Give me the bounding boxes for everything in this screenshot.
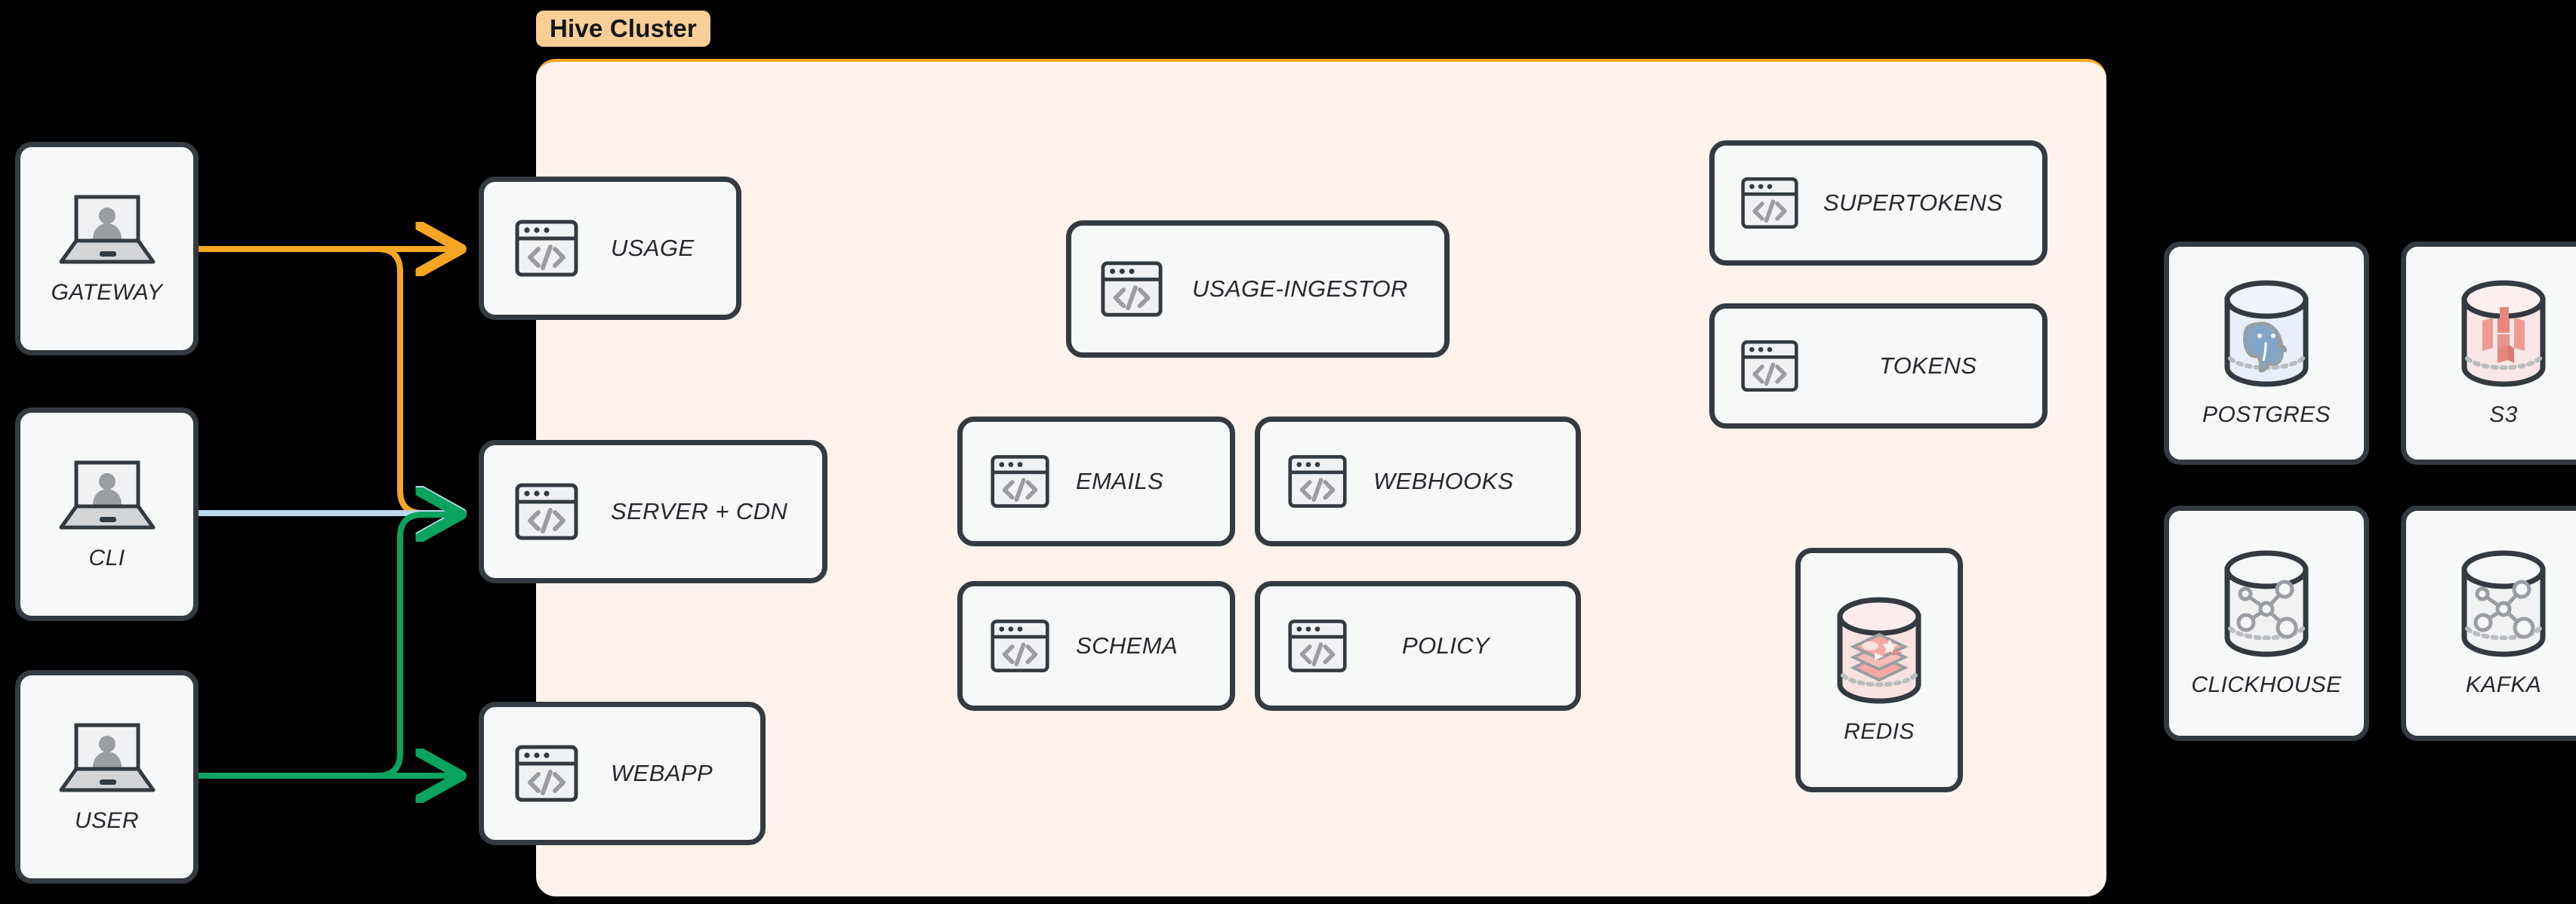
- node-tokens[interactable]: TOKENS: [1709, 303, 2048, 429]
- node-webhooks-label: WEBHOOKS: [1373, 468, 1514, 494]
- node-user[interactable]: USER: [15, 670, 199, 884]
- code-window-icon: [1740, 337, 1799, 395]
- node-webhooks[interactable]: WEBHOOKS: [1255, 417, 1581, 546]
- kafka-cylinder-icon: [2451, 549, 2556, 662]
- node-redis[interactable]: REDIS: [1795, 548, 1963, 792]
- node-emails-label: EMAILS: [1076, 468, 1164, 494]
- node-usage-ingestor-label: USAGE-INGESTOR: [1192, 275, 1408, 302]
- laptop-user-icon: [58, 192, 156, 268]
- code-window-icon: [514, 479, 579, 544]
- redis-cylinder-icon: [1826, 595, 1932, 709]
- node-policy[interactable]: POLICY: [1255, 581, 1581, 711]
- node-kafka[interactable]: KAFKA: [2401, 506, 2576, 741]
- code-window-icon: [1287, 616, 1348, 676]
- node-postgres[interactable]: POSTGRES: [2164, 241, 2369, 465]
- node-redis-label: REDIS: [1844, 719, 1915, 744]
- node-server-cdn[interactable]: SERVER + CDN: [479, 440, 827, 583]
- node-kafka-label: KAFKA: [2465, 672, 2542, 697]
- code-window-icon: [514, 741, 579, 806]
- code-window-icon: [1287, 451, 1348, 512]
- node-clickhouse[interactable]: CLICKHOUSE: [2164, 506, 2369, 741]
- node-supertokens-label: SUPERTOKENS: [1823, 189, 2003, 216]
- node-s3[interactable]: S3: [2401, 241, 2576, 465]
- clickhouse-cylinder-icon: [2214, 549, 2319, 662]
- node-postgres-label: POSTGRES: [2202, 402, 2331, 427]
- node-supertokens[interactable]: SUPERTOKENS: [1709, 140, 2048, 266]
- code-window-icon: [990, 616, 1050, 676]
- node-gateway[interactable]: GATEWAY: [15, 142, 199, 355]
- node-webapp[interactable]: WEBAPP: [479, 702, 766, 845]
- laptop-user-icon: [58, 721, 156, 796]
- hive-cluster-tag-label: Hive Cluster: [550, 14, 697, 42]
- s3-cylinder-icon: [2451, 278, 2556, 392]
- node-clickhouse-label: CLICKHOUSE: [2191, 672, 2342, 697]
- node-user-label: USER: [75, 807, 139, 833]
- node-server-cdn-label: SERVER + CDN: [611, 498, 788, 524]
- node-policy-label: POLICY: [1402, 632, 1490, 659]
- node-s3-label: S3: [2489, 402, 2518, 427]
- node-webapp-label: WEBAPP: [611, 760, 713, 786]
- code-window-icon: [514, 216, 579, 281]
- wire-user-to-server-cdn: [196, 515, 453, 779]
- hive-cluster-tag: Hive Cluster: [536, 11, 710, 47]
- node-cli-label: CLI: [88, 545, 125, 570]
- node-gateway-label: GATEWAY: [51, 279, 163, 305]
- node-usage-label: USAGE: [611, 235, 695, 261]
- laptop-user-icon: [58, 458, 156, 533]
- code-window-icon: [1740, 174, 1799, 232]
- code-window-icon: [1100, 257, 1163, 321]
- wire-gateway-to-server-cdn: [196, 246, 453, 513]
- node-cli[interactable]: CLI: [15, 407, 199, 621]
- node-usage-ingestor[interactable]: USAGE-INGESTOR: [1066, 220, 1450, 358]
- node-schema-label: SCHEMA: [1076, 632, 1179, 659]
- node-usage[interactable]: USAGE: [479, 177, 741, 320]
- code-window-icon: [990, 451, 1050, 512]
- postgres-cylinder-icon: [2214, 278, 2319, 392]
- node-emails[interactable]: EMAILS: [957, 417, 1235, 546]
- node-schema[interactable]: SCHEMA: [957, 581, 1235, 711]
- node-tokens-label: TOKENS: [1879, 352, 1977, 379]
